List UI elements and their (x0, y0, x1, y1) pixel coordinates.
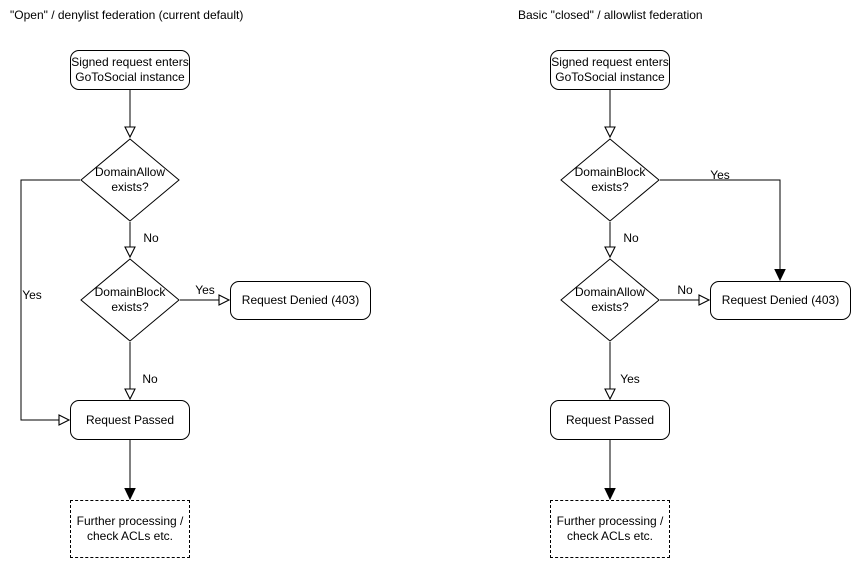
node-left-denied: Request Denied (403) (230, 281, 371, 320)
decision-left-domainblock: DomainBlock exists? (80, 258, 180, 342)
edge-label-left-decision2-no: No (142, 372, 158, 386)
left-diagram-title: "Open" / denylist federation (current de… (10, 8, 244, 22)
decision-right-domainblock: DomainBlock exists? (560, 138, 660, 222)
edge-label-right-decision2-no: No (677, 283, 693, 297)
node-right-passed: Request Passed (550, 400, 670, 440)
edge-label-left-decision2-yes: Yes (195, 283, 215, 297)
node-right-passed-label: Request Passed (565, 412, 655, 427)
edge-label-right-decision2-yes: Yes (620, 372, 640, 386)
node-right-further-line2: check ACLs etc. (566, 529, 654, 543)
node-right-start-line1: Signed request enters (551, 55, 669, 69)
decision-left-domainallow-line2: exists? (111, 180, 149, 194)
decision-right-domainallow-line1: DomainAllow (574, 285, 646, 299)
diamond-shape (80, 258, 180, 342)
diamond-shape (80, 138, 180, 222)
edge-label-right-decision1-yes: Yes (710, 168, 730, 182)
decision-right-domainallow-line2: exists? (591, 300, 629, 314)
node-left-start-line1: Signed request enters (71, 55, 189, 69)
diamond-shape (560, 258, 660, 342)
decision-left-domainallow: DomainAllow exists? (80, 138, 180, 222)
diamond-shape (560, 138, 660, 222)
node-left-passed-label: Request Passed (85, 412, 175, 427)
node-right-further-line1: Further processing / (556, 514, 664, 528)
decision-right-domainblock-line1: DomainBlock (574, 165, 646, 179)
decision-left-domainblock-line1: DomainBlock (94, 285, 166, 299)
node-left-passed: Request Passed (70, 400, 190, 440)
edge-right-decision1-yes-to-denied (660, 179, 786, 282)
edge-left-decision1-yes-to-passed (20, 179, 80, 426)
edge-label-left-decision1-no: No (143, 231, 159, 245)
node-right-start-line2: GoToSocial instance (555, 70, 665, 84)
decision-left-domainallow-line1: DomainAllow (94, 165, 166, 179)
node-left-start: Signed request enters GoToSocial instanc… (70, 50, 190, 90)
decision-right-domainblock-line2: exists? (591, 180, 629, 194)
node-right-denied-label: Request Denied (403) (721, 293, 840, 307)
node-left-start-line2: GoToSocial instance (75, 70, 185, 84)
node-left-denied-label: Request Denied (403) (241, 293, 360, 307)
right-diagram-title: Basic "closed" / allowlist federation (518, 8, 703, 22)
edge-label-right-decision1-no: No (623, 231, 639, 245)
decision-right-domainallow: DomainAllow exists? (560, 258, 660, 342)
node-left-further-processing: Further processing / check ACLs etc. (70, 500, 190, 558)
node-right-start: Signed request enters GoToSocial instanc… (550, 50, 670, 90)
decision-left-domainblock-line2: exists? (111, 300, 149, 314)
node-right-further-processing: Further processing / check ACLs etc. (550, 500, 670, 558)
node-right-denied: Request Denied (403) (710, 281, 851, 320)
node-left-further-line2: check ACLs etc. (86, 529, 174, 543)
node-left-further-line1: Further processing / (76, 514, 184, 528)
edge-label-left-decision1-yes: Yes (22, 288, 42, 302)
